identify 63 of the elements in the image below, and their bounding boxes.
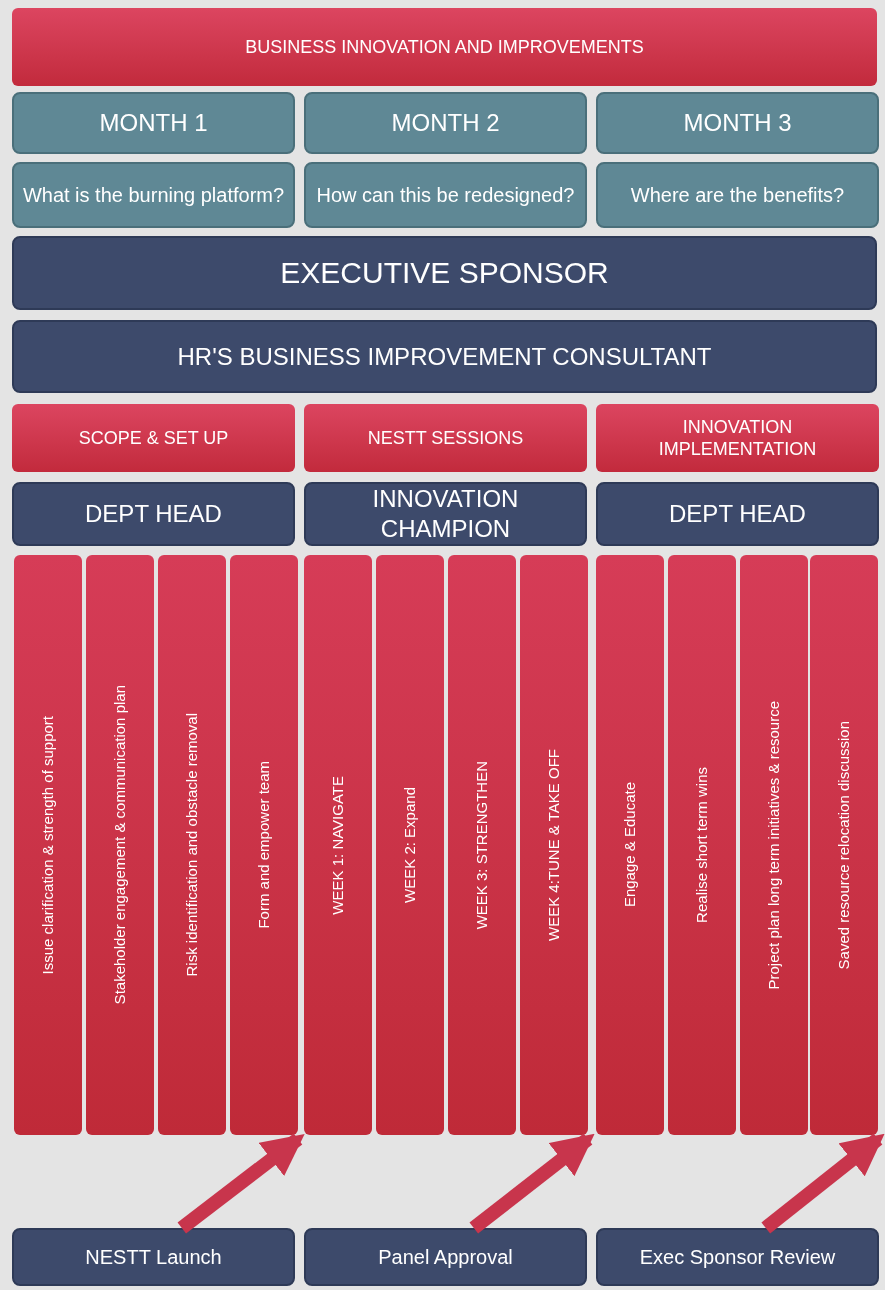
box-text: INNOVATION IMPLEMENTATION [657,415,818,461]
box-text: BUSINESS INNOVATION AND IMPROVEMENTS [245,35,644,59]
activity-column [86,555,154,1135]
box-text: EXECUTIVE SPONSOR [280,255,609,292]
label-box [12,482,295,546]
box-text: Issue clarification & strength of support [38,715,57,975]
label-box [12,236,877,310]
label-box [12,92,295,154]
box-text: MONTH 2 [391,108,500,138]
activity-column [230,555,298,1135]
box-text: NESTT Launch [85,1244,222,1270]
activity-column [376,555,444,1135]
label-box [596,1228,879,1286]
box-text: Stakeholder engagement & communication plan [110,685,129,1005]
box-text: HR'S BUSINESS IMPROVEMENT CONSULTANT [177,341,712,372]
label-box [596,92,879,154]
label-box [304,162,587,228]
label-box [304,1228,587,1286]
box-text: WEEK 3: STRENGTHEN [472,760,491,930]
label-box [12,162,295,228]
box-text: How can this be redesigned? [316,182,575,208]
box-text: Form and empower team [254,761,273,929]
box-text: Engage & Educate [620,782,639,908]
box-text: WEEK 2: Expand [400,787,419,903]
activity-column [448,555,516,1135]
arrow [761,1133,885,1234]
box-text: MONTH 3 [683,108,792,138]
box-text: DEPT HEAD [669,499,806,529]
label-box [12,404,295,472]
box-text: MONTH 1 [99,108,208,138]
label-box [304,92,587,154]
box-text: Project plan long term initiatives & resource [764,700,783,990]
activity-column [596,555,664,1135]
box-text: WEEK 1: NAVIGATE [328,775,347,915]
activity-column [520,555,588,1135]
box-text: Risk identification and obstacle removal [182,713,201,977]
arrow [469,1133,595,1234]
label-box [304,482,587,546]
activity-column [740,555,808,1135]
activity-column [14,555,82,1135]
label-box [12,1228,295,1286]
box-text: DEPT HEAD [85,499,222,529]
label-box [596,404,879,472]
box-text: Realise short term wins [692,767,711,923]
box-text: Saved resource relocation discussion [834,720,853,970]
box-text: Panel Approval [378,1244,513,1270]
arrow [177,1133,305,1234]
activity-column [158,555,226,1135]
box-text: Exec Sponsor Review [639,1244,836,1270]
label-box [596,162,879,228]
activity-column [810,555,878,1135]
box-text: NESTT SESSIONS [367,426,524,450]
box-text: What is the burning platform? [22,182,285,208]
activity-column [668,555,736,1135]
box-text: SCOPE & SET UP [78,426,229,450]
label-box [12,320,877,393]
label-box [596,482,879,546]
label-box [12,8,877,86]
activity-column [304,555,372,1135]
label-box [304,404,587,472]
box-text: Where are the benefits? [630,182,845,208]
box-text: INNOVATION CHAMPION [371,484,520,544]
box-text: WEEK 4:TUNE & TAKE OFF [544,749,563,941]
